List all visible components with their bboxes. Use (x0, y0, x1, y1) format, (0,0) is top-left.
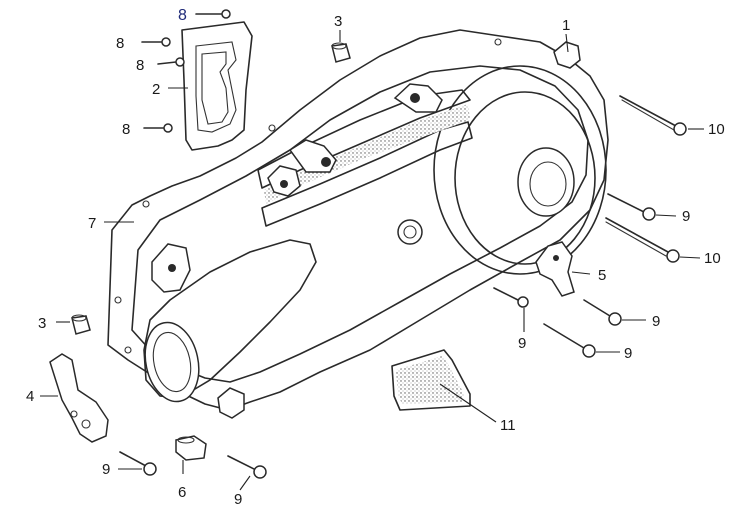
label-9-bottom-mid: 9 (234, 491, 242, 508)
crankcase-cover (107, 29, 609, 419)
label-9-right-c: 9 (624, 345, 632, 362)
bracket-arm (49, 353, 109, 443)
label-6: 6 (178, 484, 186, 501)
screw-8-top (195, 9, 231, 19)
screw-8-b (157, 57, 185, 67)
bolt-9-bottom-left (119, 451, 157, 476)
bolt-9-right-b (583, 299, 622, 326)
label-2: 2 (152, 81, 160, 98)
bolt-10-top (619, 95, 687, 136)
label-4: 4 (26, 388, 34, 405)
screw-8-a (141, 37, 171, 47)
bolt-9-bottom-mid (227, 455, 267, 479)
label-9-right-a: 9 (682, 208, 690, 225)
bolt-9-right-a (607, 193, 656, 221)
label-3-left: 3 (38, 315, 46, 332)
clamp-bracket (535, 241, 575, 297)
label-5: 5 (598, 267, 606, 284)
label-3-top: 3 (334, 13, 342, 30)
label-11: 11 (500, 417, 516, 434)
gasket-sheet (391, 349, 471, 411)
leader-lines (40, 30, 704, 491)
label-9-bottom-left: 9 (102, 461, 110, 478)
label-1: 1 (562, 17, 570, 34)
grommet (175, 435, 207, 461)
label-9-mid: 9 (518, 335, 526, 352)
callout-labels: 1 2 3 3 4 5 6 7 8 8 8 8 9 9 9 9 9 9 10 1… (26, 7, 725, 508)
bolt-10-mid (605, 217, 680, 263)
screw-8-c (143, 123, 173, 133)
label-10-top: 10 (708, 121, 725, 138)
label-8-top: 8 (178, 7, 187, 24)
label-10-mid: 10 (704, 250, 721, 267)
dowel-sleeve-left (71, 314, 91, 335)
bolt-9-right-c (543, 323, 596, 358)
label-7: 7 (88, 215, 96, 232)
label-8-c: 8 (122, 121, 130, 138)
label-9-right-b: 9 (652, 313, 660, 330)
inspection-cover-plate (181, 21, 253, 151)
bolt-9-mid-lower (493, 287, 529, 308)
dowel-sleeve-top (331, 42, 351, 63)
label-8-b: 8 (136, 57, 144, 74)
label-8-a: 8 (116, 35, 124, 52)
